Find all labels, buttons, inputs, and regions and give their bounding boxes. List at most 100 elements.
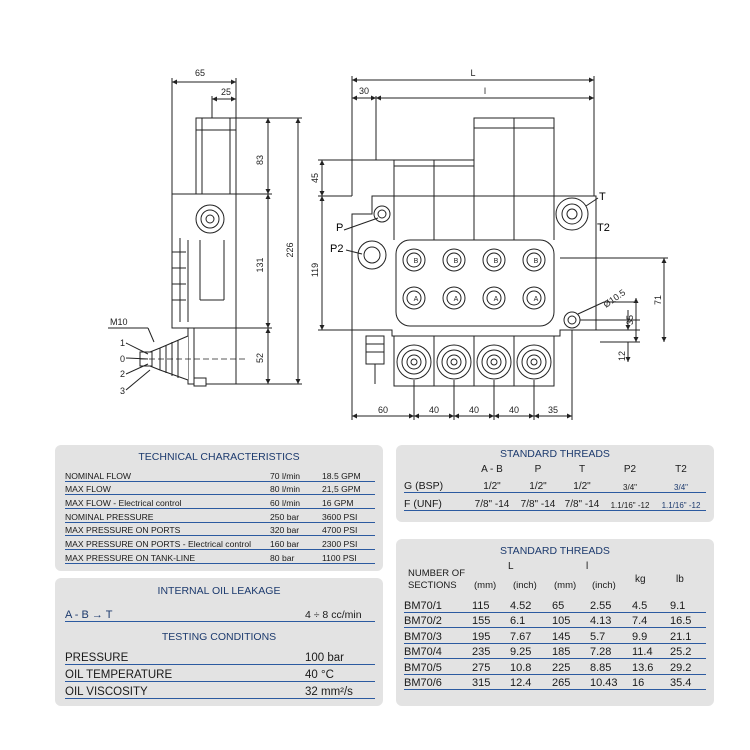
section-value: 4.13 [590, 615, 612, 627]
tech-imperial-value: 2300 PSI [322, 539, 358, 550]
section-value: 265 [552, 677, 571, 689]
section-value: 6.1 [510, 615, 526, 627]
section-value: 4.52 [510, 599, 532, 612]
port-label-A1: A [414, 296, 419, 303]
threads-header-cell: P2 [623, 464, 637, 475]
tech-property: MAX PRESSURE ON PORTS - Electrical contr… [65, 539, 252, 550]
header-sections: SECTIONS [408, 580, 457, 591]
port-label-T2: T2 [597, 222, 610, 234]
threads-cell: 1/2" [529, 481, 547, 492]
threads-standard: G (BSP) [404, 480, 444, 492]
dim-60: 60 [378, 405, 388, 415]
port-label-P: P [336, 222, 343, 234]
port-label-B3: B [494, 258, 499, 265]
oil-leakage-panel: INTERNAL OIL LEAKAGE A - B → T 4 ÷ 8 cc/… [55, 578, 383, 706]
testing-value: 32 mm²/s [305, 686, 353, 698]
header-inch-L: (inch) [513, 580, 537, 591]
section-value: 2.55 [590, 599, 612, 612]
threads-cell: 3/4" [623, 483, 637, 492]
tech-row: MAX FLOW - Electrical control 60 l/min 16 … [65, 495, 375, 510]
dim-119: 119 [310, 263, 320, 277]
section-value: 9.9 [632, 630, 648, 643]
section-value: 185 [552, 646, 571, 658]
dim-40-second: 40 [469, 405, 479, 415]
technical-characteristics-title: TECHNICAL CHARACTERISTICS [138, 451, 300, 463]
valve-technical-drawing: 65 25 83 131 52 226 M10 1 0 2 3 [108, 68, 668, 420]
section-value: 155 [472, 615, 491, 627]
section-value: 275 [472, 661, 491, 674]
threads-row: G (BSP)1/2"1/2"1/2"3/4"3/4" [404, 475, 706, 493]
threads-standard: F (UNF) [404, 498, 442, 510]
tech-imperial-value: 18.5 GPM [322, 470, 361, 481]
lever-position-1: 1 [120, 338, 125, 348]
tech-metric-value: 160 bar [270, 539, 300, 550]
dim-71: 71 [653, 295, 663, 305]
section-value: 4.5 [632, 599, 648, 612]
tech-property: MAX PRESSURE ON PORTS [65, 525, 181, 536]
port-label-A3: A [494, 296, 499, 303]
header-number-of: NUMBER OF [408, 568, 465, 579]
threads-header-cell: T [578, 464, 586, 475]
header-lb: lb [676, 574, 684, 585]
header-mm-L: (mm) [474, 580, 497, 591]
side-view [108, 78, 302, 391]
header-inch-l: (inch) [592, 580, 616, 591]
section-model: BM70/6 [404, 677, 442, 689]
dim-diameter-10-5: Ø10.5 [601, 287, 627, 309]
tech-property: MAX FLOW [65, 484, 111, 495]
section-value: 29.2 [670, 661, 692, 674]
testing-row: OIL VISCOSITY 32 mm²/s [65, 682, 375, 699]
dim-226: 226 [285, 242, 295, 257]
dim-m10: M10 [110, 317, 128, 327]
section-model: BM70/2 [404, 615, 442, 627]
testing-property: OIL VISCOSITY [65, 686, 148, 698]
testing-row: OIL TEMPERATURE 40 °C [65, 665, 375, 682]
section-value: 225 [552, 661, 571, 674]
dim-35-vertical: 35 [625, 315, 635, 325]
port-label-B4: B [534, 258, 539, 265]
threads-cell: 1.1/16" -12 [661, 501, 701, 510]
section-value: 16.5 [670, 615, 692, 627]
section-value: 8.85 [590, 661, 612, 674]
header-l: l [586, 561, 589, 572]
threads-cell: 1/2" [573, 481, 591, 492]
oil-leakage-title: INTERNAL OIL LEAKAGE [157, 585, 281, 597]
lever-position-2: 2 [120, 369, 125, 379]
tech-metric-value: 60 l/min [270, 498, 301, 509]
dim-40-third: 40 [509, 405, 519, 415]
threads-header-cell: T2 [675, 464, 687, 475]
section-value: 7.28 [590, 646, 612, 658]
tech-metric-value: 320 bar [270, 525, 300, 536]
port-label-T: T [599, 191, 606, 203]
dim-L: L [470, 68, 475, 78]
tech-imperial-value: 16 GPM [322, 498, 354, 509]
dim-40-first: 40 [429, 405, 439, 415]
section-model: BM70/4 [404, 646, 442, 658]
threads-cell: 7/8" -14 [520, 499, 556, 510]
dim-83: 83 [255, 155, 265, 165]
section-value: 7.67 [510, 630, 532, 643]
section-value: 145 [552, 630, 571, 643]
dim-12: 12 [617, 351, 627, 361]
oil-leakage-row: A - B → T 4 ÷ 8 cc/min [65, 603, 375, 622]
testing-value: 40 °C [305, 669, 334, 681]
sections-header: NUMBER OF SECTIONS L l (mm) (inch) (mm) … [404, 561, 706, 599]
threads-cell: 3/4" [674, 483, 688, 492]
testing-property: OIL TEMPERATURE [65, 669, 173, 681]
section-model: BM70/3 [404, 630, 442, 643]
tech-metric-value: 250 bar [270, 511, 300, 522]
section-value: 9.25 [510, 646, 532, 658]
oil-leakage-value: 4 ÷ 8 cc/min [305, 609, 362, 621]
standard-threads-title: STANDARD THREADS [500, 448, 610, 460]
tech-property: NOMINAL PRESSURE [65, 511, 154, 522]
tech-property: NOMINAL FLOW [65, 470, 132, 481]
tech-property: MAX FLOW - Electrical control [65, 498, 182, 509]
